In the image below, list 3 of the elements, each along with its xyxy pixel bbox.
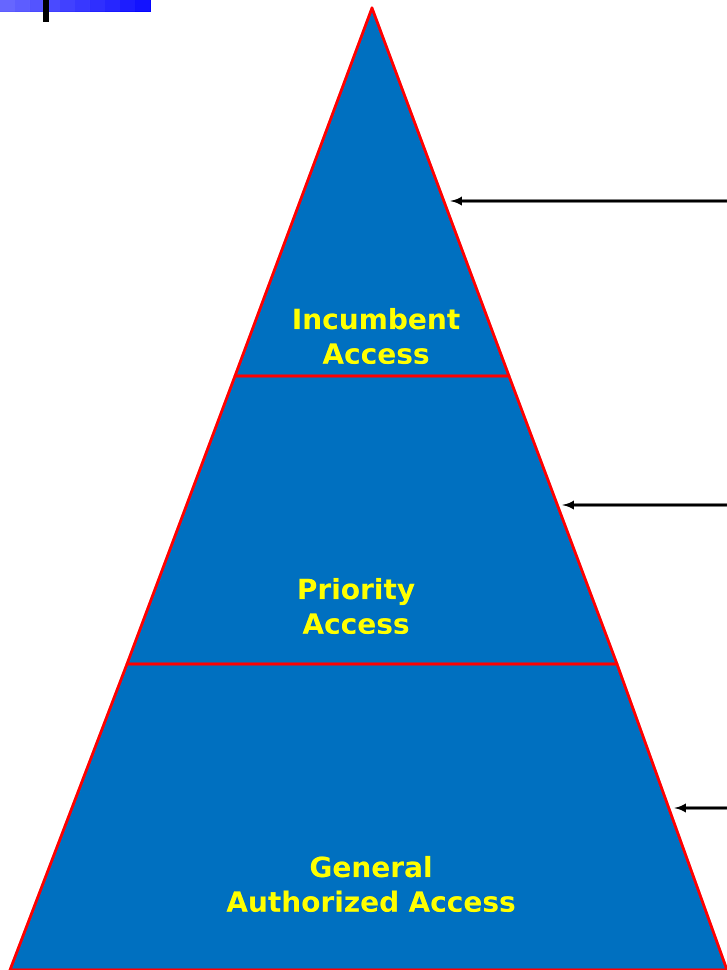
pyramid-band: Incumbent Access	[234, 6, 510, 378]
pyramid-band: Priority Access	[126, 374, 618, 666]
pyramid-band: General Authorized Access	[8, 662, 727, 970]
